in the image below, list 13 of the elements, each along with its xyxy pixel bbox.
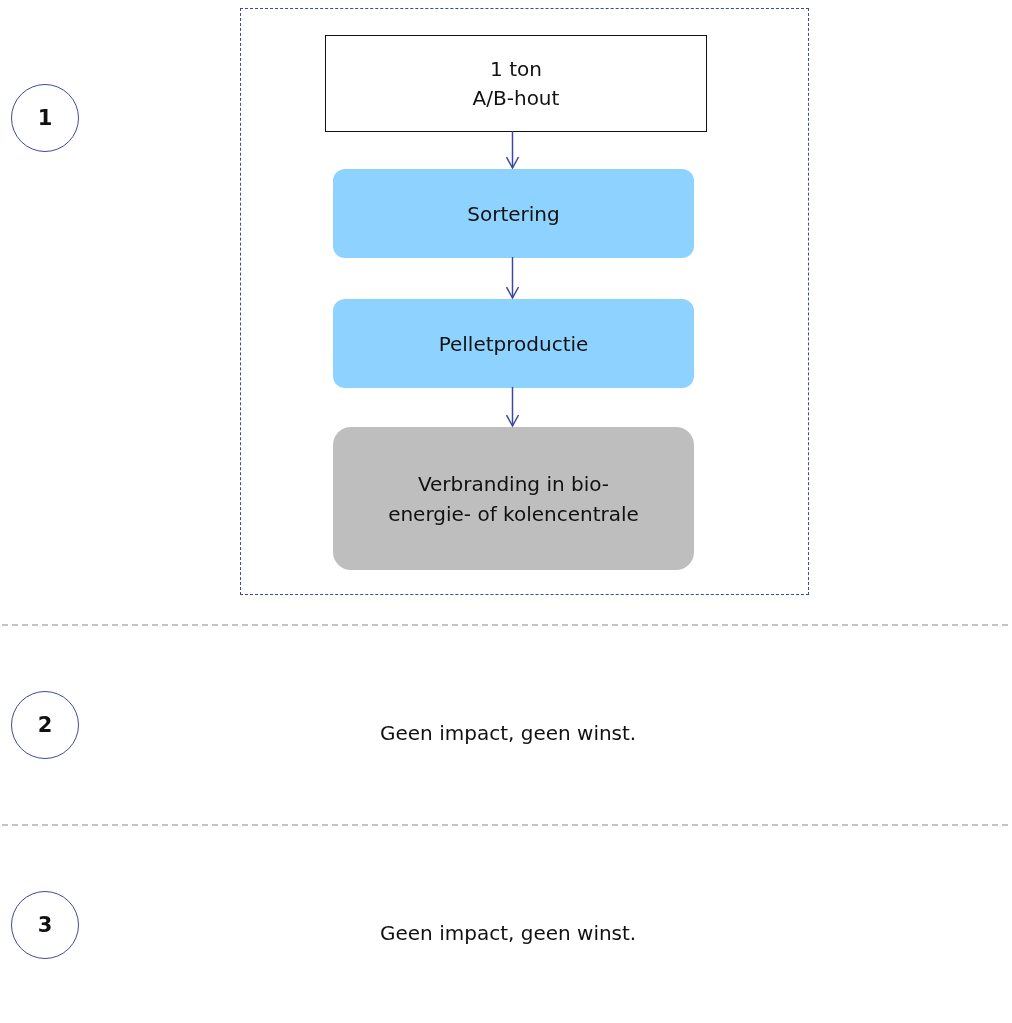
arrow: [505, 256, 520, 299]
process-box: Verbranding in bio-energie- of kolencentrale: [333, 427, 694, 570]
arrow: [505, 130, 520, 169]
arrow: [505, 386, 520, 427]
note-text: Geen impact, geen winst.: [380, 921, 637, 945]
step-number-circle: 1: [11, 84, 79, 152]
note-text: Geen impact, geen winst.: [380, 721, 637, 745]
dashed-group-box: [240, 8, 809, 595]
input-box: 1 ton A/B-hout: [325, 35, 707, 132]
process-box: Sortering: [333, 169, 694, 258]
step-number-circle: 2: [11, 691, 79, 759]
step-number-circle: 3: [11, 891, 79, 959]
process-box: Pelletproductie: [333, 299, 694, 388]
